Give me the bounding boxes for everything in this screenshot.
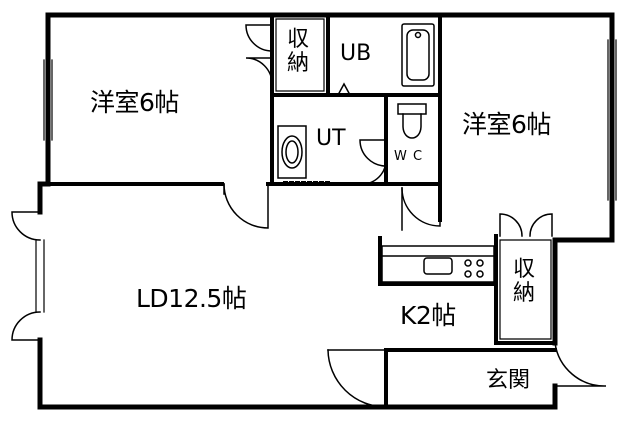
bedroom-right-door-icon: [401, 187, 441, 227]
closet-door-lower-icon: [245, 57, 273, 85]
storage-door-right-icon: [529, 213, 553, 237]
window-right-bedroom: [607, 39, 617, 201]
room-label-unit-bath: UB: [340, 41, 372, 66]
entrance-door-icon: [327, 349, 387, 408]
ld-door-lower-icon: [11, 311, 41, 341]
bathtub-icon: [401, 23, 435, 87]
kitchen-counter: [381, 245, 495, 283]
ut-door-icon: [359, 139, 387, 167]
wc-door-icon: [361, 159, 387, 185]
storage-label-right: 収 納: [513, 257, 536, 307]
room-label-kitchen: K2帖: [400, 301, 456, 330]
interior-walls: [46, 13, 557, 409]
bedroom-right-wall: [552, 12, 615, 243]
window-left-bedroom: [43, 59, 53, 141]
storage-door-left-icon: [499, 213, 523, 237]
sink-icon: [423, 257, 453, 275]
bedroom-left-door-icon: [223, 183, 269, 229]
storage-label-top: 収 納: [287, 27, 310, 77]
room-label-toilet: W C: [394, 149, 424, 164]
ld-step-wall: [37, 181, 51, 215]
front-door-icon: [554, 342, 607, 387]
kitchen-counter-wall: [378, 236, 498, 286]
door-swings: [11, 24, 607, 408]
storage-label-right-line2: 納: [513, 281, 536, 307]
ld-door-upper-icon: [11, 211, 41, 241]
ub-door-icon: [336, 82, 352, 97]
room-label-ldk: LD12.5帖: [136, 284, 247, 313]
storage-label-top-line2: 納: [287, 51, 310, 77]
storage-outline: [275, 18, 552, 340]
storage-label-right-line1: 収: [513, 257, 536, 282]
room-label-western-left: 洋室6帖: [90, 88, 179, 117]
storage-label-top-line1: 収: [287, 27, 310, 52]
window-ld: [35, 239, 45, 313]
room-label-entrance: 玄関: [486, 368, 531, 393]
room-label-western-right: 洋室6帖: [462, 110, 551, 139]
windows: [35, 39, 617, 313]
stove-burner-icon: [464, 259, 472, 267]
washbasin-icon: [277, 125, 307, 179]
room-label-utility: UT: [316, 126, 346, 151]
toilet-icon: [397, 103, 427, 139]
closet-door-upper-icon: [245, 24, 273, 52]
